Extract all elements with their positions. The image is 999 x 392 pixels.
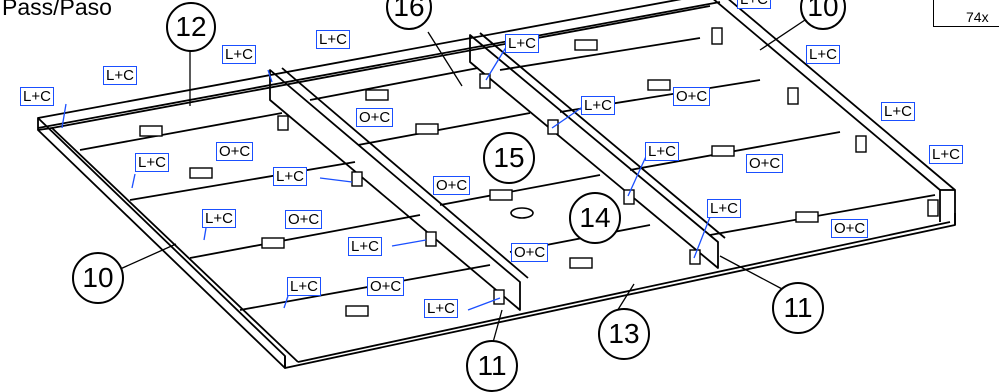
part-callout: 11 bbox=[466, 340, 518, 392]
part-callout: 11 bbox=[772, 282, 824, 334]
lc-tag: L+C bbox=[929, 145, 963, 164]
lc-tag: L+C bbox=[135, 153, 169, 172]
lc-tag: L+C bbox=[881, 102, 915, 121]
part-callout: 14 bbox=[569, 192, 621, 244]
lc-tag: L+C bbox=[424, 299, 458, 318]
lc-tag: L+C bbox=[316, 30, 350, 49]
part-callout: 10 bbox=[72, 252, 124, 304]
lc-tag: L+C bbox=[581, 96, 615, 115]
oc-tag: O+C bbox=[673, 87, 711, 106]
corner-inset-label: 74x bbox=[966, 9, 989, 25]
lc-tag: L+C bbox=[806, 45, 840, 64]
oc-tag: O+C bbox=[367, 277, 405, 296]
lc-tag: L+C bbox=[737, 0, 771, 9]
slat bbox=[79, 112, 283, 151]
lc-tag: L+C bbox=[505, 34, 539, 53]
divider-rail-1 bbox=[269, 69, 521, 311]
corner-inset-box bbox=[933, 0, 999, 27]
divider-rail-2 bbox=[469, 34, 719, 269]
part-callout: 13 bbox=[598, 308, 650, 360]
back-rail bbox=[37, 0, 682, 119]
oc-tag: O+C bbox=[285, 210, 323, 229]
lc-tag: L+C bbox=[202, 209, 236, 228]
lc-tag: L+C bbox=[287, 277, 321, 296]
oc-tag: O+C bbox=[511, 243, 549, 262]
lc-tag: L+C bbox=[645, 142, 679, 161]
lc-tag: L+C bbox=[273, 167, 307, 186]
lc-tag: L+C bbox=[348, 237, 382, 256]
lc-tag: L+C bbox=[20, 87, 54, 106]
oc-tag: O+C bbox=[356, 108, 394, 127]
center-hole bbox=[510, 207, 534, 219]
pass-label: Pass/Paso bbox=[2, 0, 112, 20]
lc-tag: L+C bbox=[707, 199, 741, 218]
oc-tag: O+C bbox=[216, 142, 254, 161]
oc-tag: O+C bbox=[831, 219, 869, 238]
oc-tag: O+C bbox=[746, 154, 784, 173]
part-callout: 12 bbox=[166, 2, 216, 52]
oc-tag: O+C bbox=[433, 176, 471, 195]
lc-tag: L+C bbox=[222, 45, 256, 64]
lc-tag: L+C bbox=[103, 66, 137, 85]
part-callout: 15 bbox=[483, 132, 535, 184]
